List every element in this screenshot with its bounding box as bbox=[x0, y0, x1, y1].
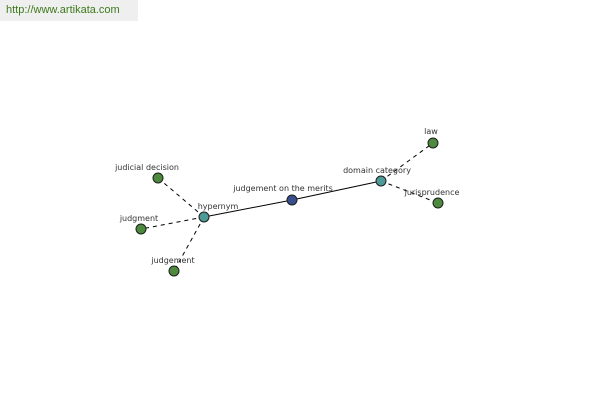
node-domain-category[interactable] bbox=[375, 175, 387, 187]
edge-domain-law bbox=[380, 142, 434, 182]
node-judgment[interactable] bbox=[135, 223, 147, 235]
label-judgement-on-the-merits: judgement on the merits bbox=[232, 184, 333, 193]
node-judgement-on-the-merits[interactable] bbox=[286, 194, 298, 206]
node-jurisprudence[interactable] bbox=[432, 197, 444, 209]
node-law[interactable] bbox=[427, 137, 439, 149]
label-law: law bbox=[424, 127, 438, 136]
edge-center-domain-category bbox=[291, 180, 382, 201]
edge-hypernym-judicial-decision bbox=[157, 177, 205, 218]
label-jurisprudence: jurisprudence bbox=[404, 188, 460, 197]
edge-center-hypernym bbox=[203, 199, 293, 218]
site-url-link[interactable]: http://www.artikata.com bbox=[0, 0, 138, 21]
node-judgement[interactable] bbox=[168, 265, 180, 277]
label-judgment: judgment bbox=[119, 214, 158, 223]
node-hypernym[interactable] bbox=[198, 211, 210, 223]
label-judicial-decision: judicial decision bbox=[114, 163, 179, 172]
label-judgement: judgement bbox=[150, 256, 194, 265]
edge-hypernym-judgement bbox=[173, 216, 205, 272]
edge-hypernym-judgment bbox=[140, 216, 205, 230]
edge-domain-jurisprudence bbox=[380, 180, 439, 204]
label-domain-category: domain category bbox=[343, 166, 411, 175]
node-judicial-decision[interactable] bbox=[152, 172, 164, 184]
label-hypernym: hypernym bbox=[198, 202, 239, 211]
